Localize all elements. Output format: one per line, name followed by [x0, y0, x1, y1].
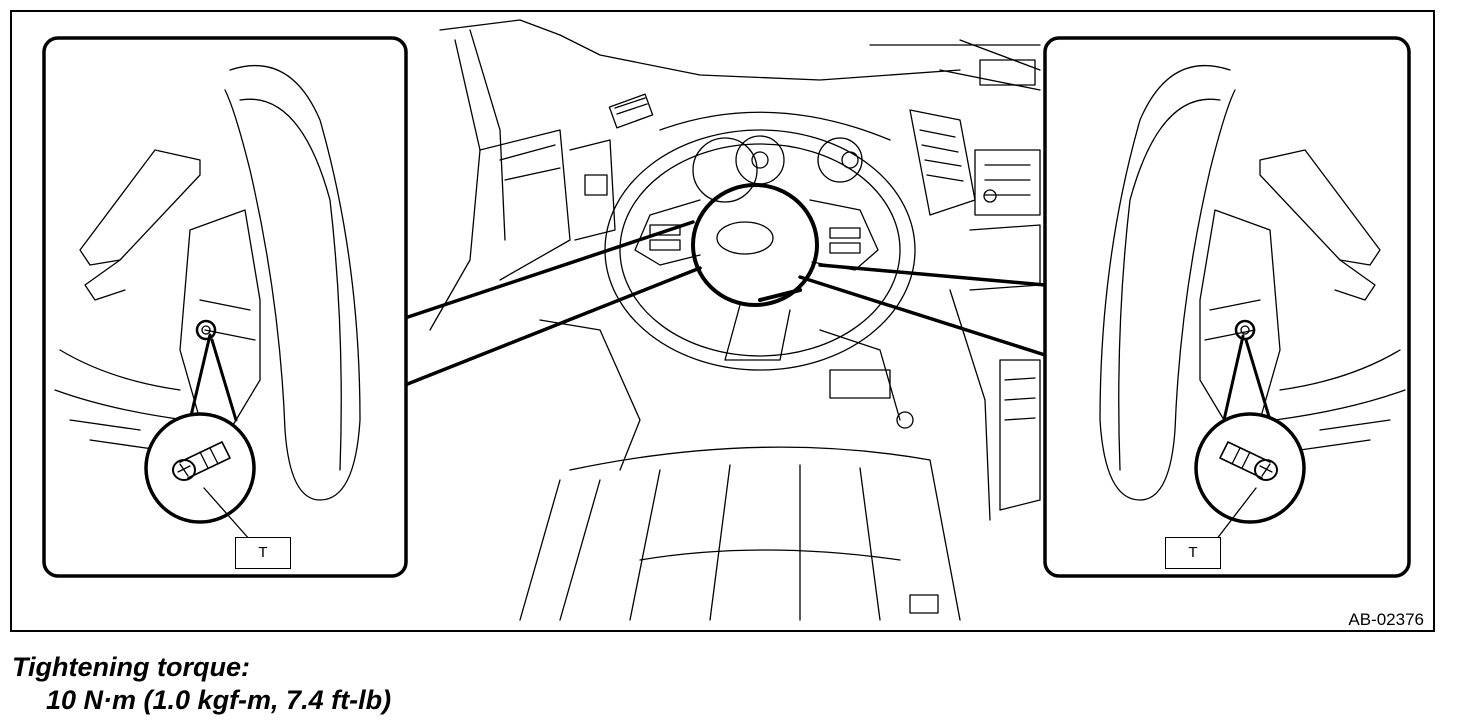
steering-wheel-icon: [1099, 64, 1406, 501]
illustration: [42, 19, 1411, 621]
steering-wheel-icon: [54, 64, 361, 501]
callout-label-left: T: [235, 537, 291, 569]
leader-lines: [403, 220, 1047, 387]
zoom-circle-right: [1194, 412, 1306, 524]
callout-label-right: T: [1165, 537, 1221, 569]
zoom-circle-left: [144, 412, 256, 524]
torx-bolt-icon: [172, 441, 231, 481]
torque-title: Tightening torque:: [12, 652, 250, 682]
torx-bolt-icon: [1219, 441, 1278, 481]
figure-id: AB-02376: [1348, 610, 1424, 629]
detail-panel-left: [42, 36, 408, 578]
torque-value: 10 N·m (1.0 kgf-m, 7.4 ft-lb): [46, 685, 392, 715]
dashboard-icon: [429, 19, 1041, 621]
